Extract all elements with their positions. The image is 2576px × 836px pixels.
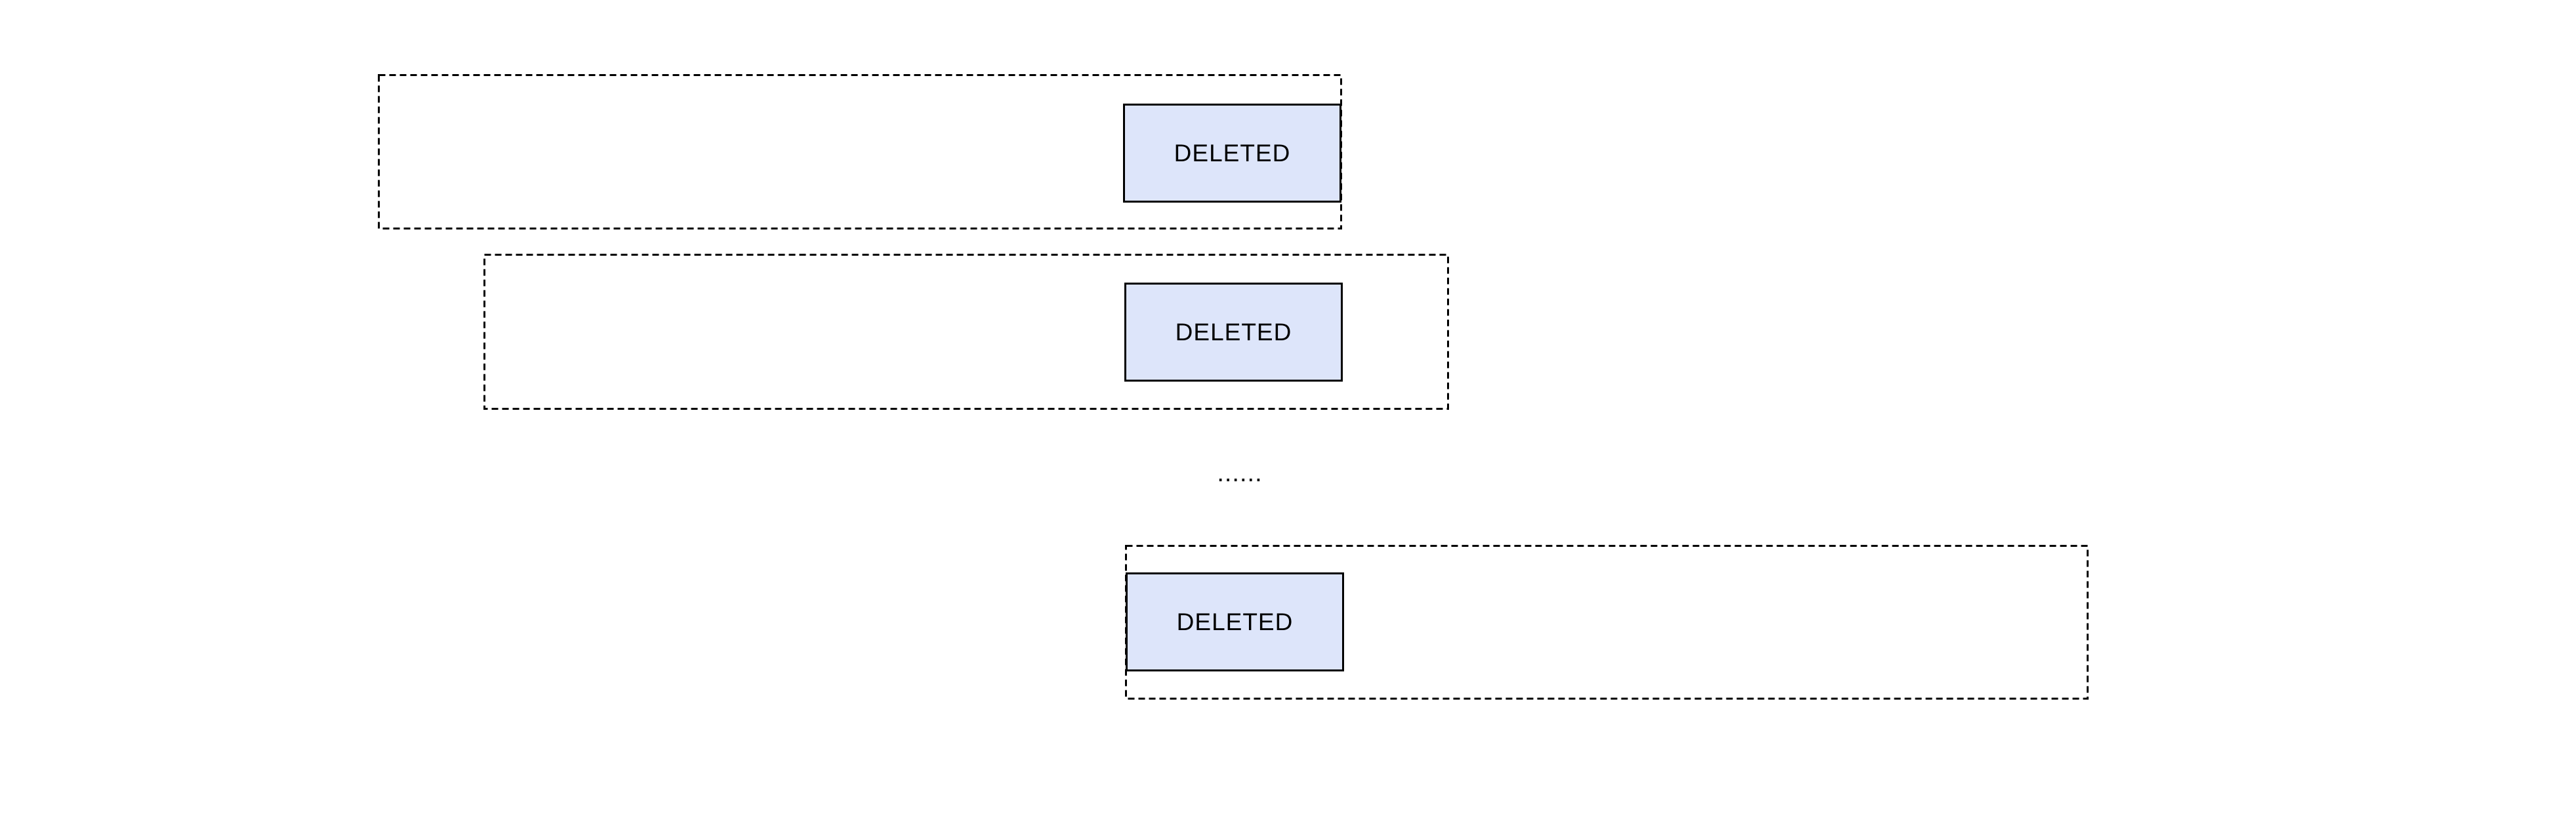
deleted-block-3-label: DELETED: [1176, 608, 1294, 635]
deleted-block-1-label: DELETED: [1174, 139, 1291, 167]
deleted-block-1: DELETED: [1123, 104, 1341, 203]
deleted-block-2: DELETED: [1124, 283, 1343, 382]
ellipsis-text: ......: [1217, 460, 1263, 487]
deleted-block-3: DELETED: [1126, 572, 1344, 671]
deleted-block-2-label: DELETED: [1175, 318, 1292, 346]
dashed-window-2: [483, 254, 1449, 410]
